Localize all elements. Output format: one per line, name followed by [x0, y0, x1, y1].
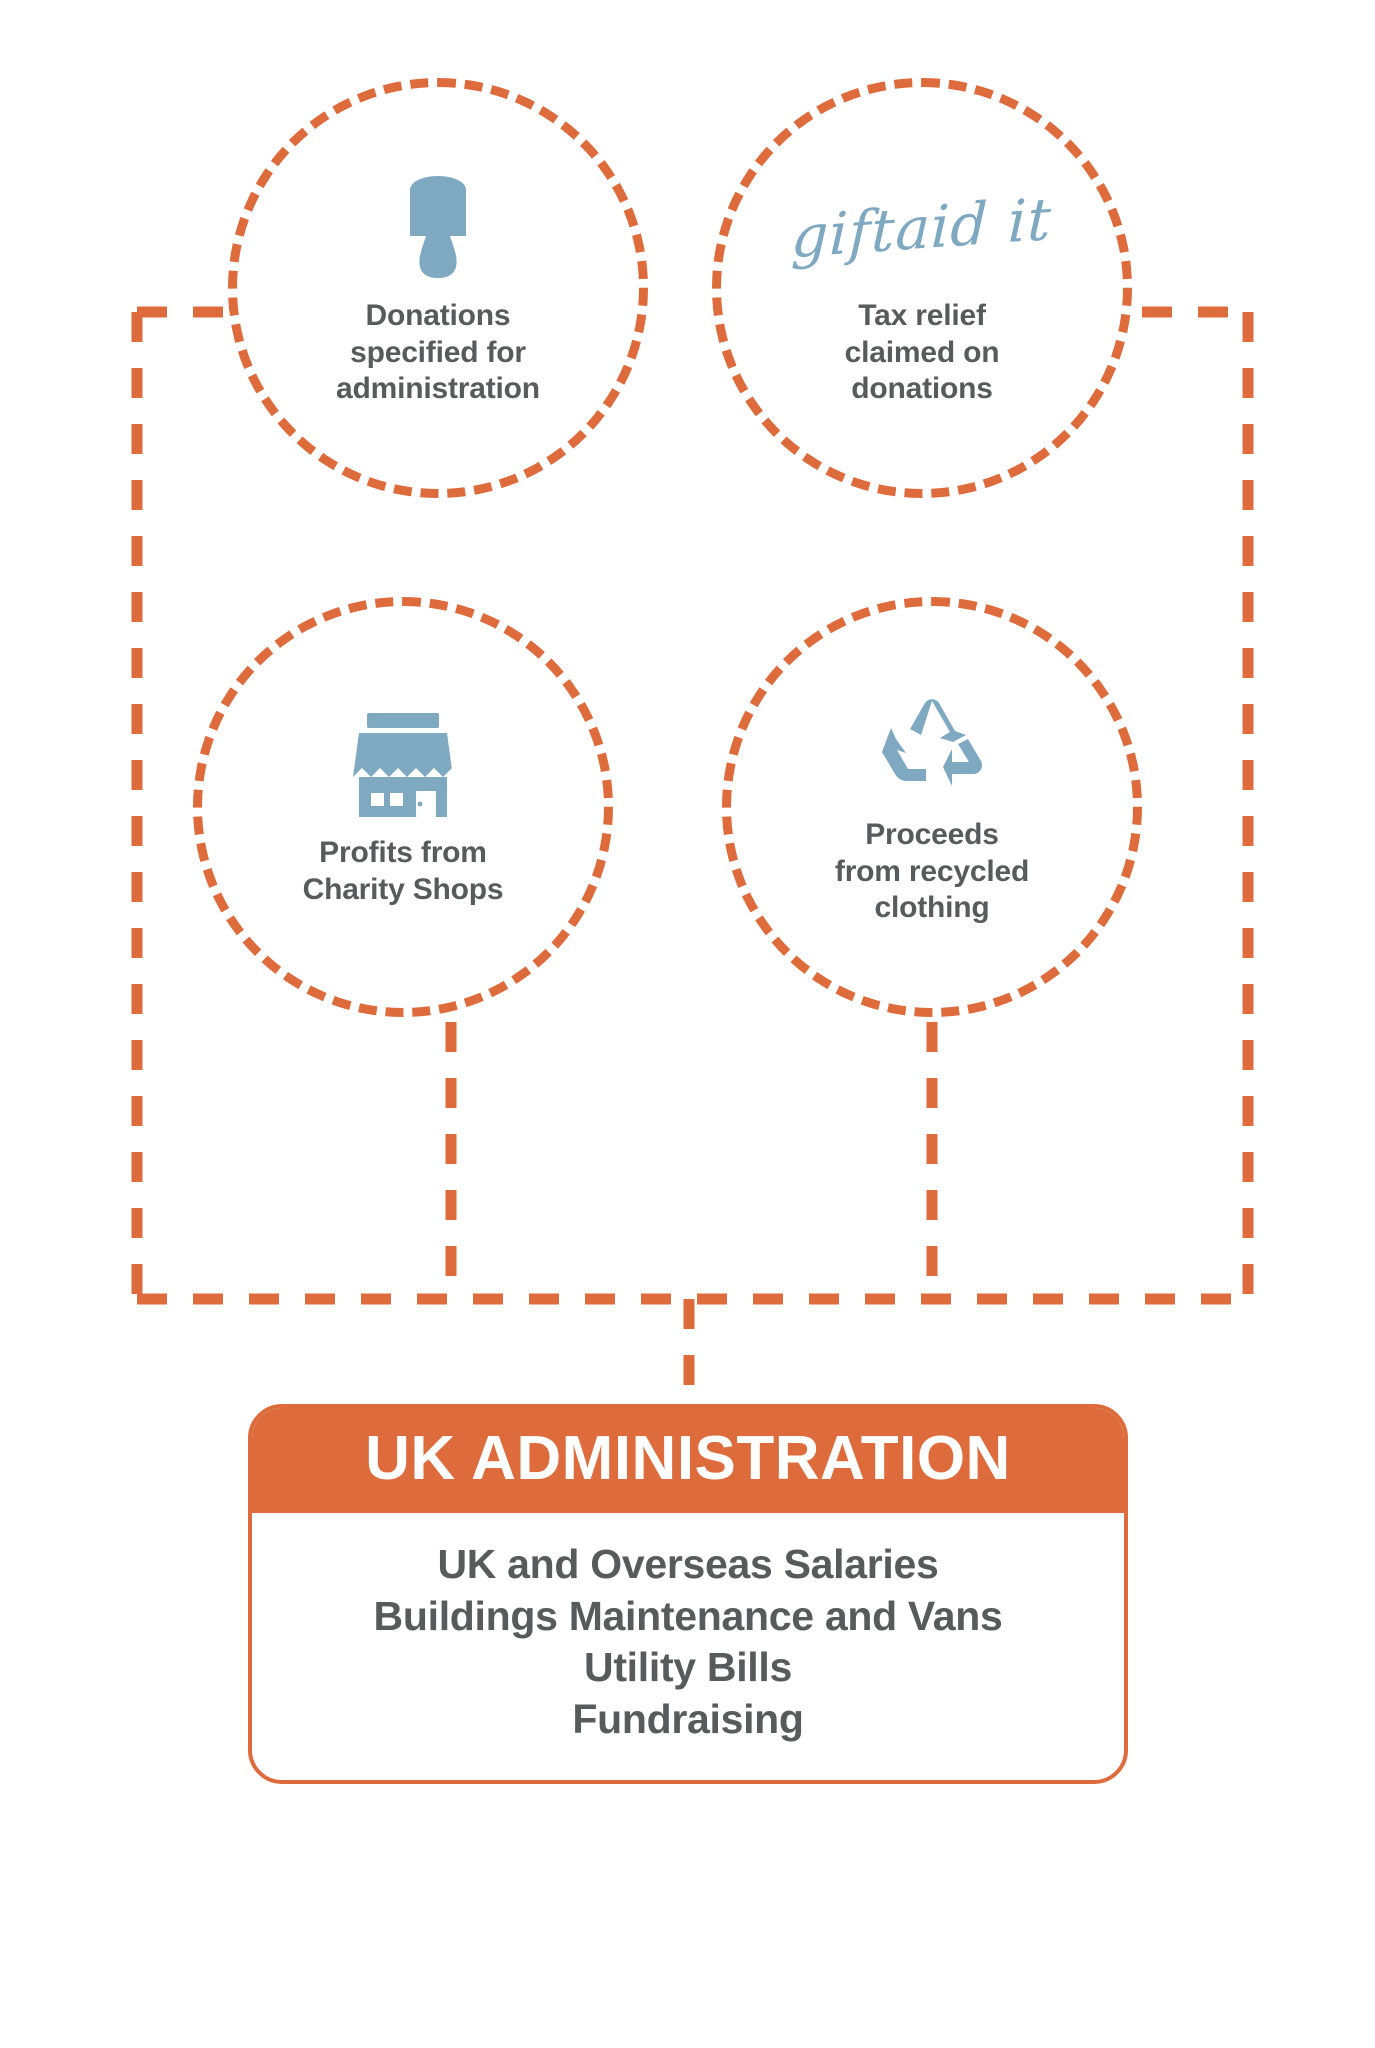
recycling-icon [877, 687, 987, 807]
uk-administration-header: UK ADMINISTRATION [252, 1408, 1124, 1514]
uk-administration-card: UK ADMINISTRATION UK and Overseas Salari… [248, 1404, 1128, 1784]
node-charity-shops-label: Profits from Charity Shops [302, 836, 504, 906]
node-giftaid: giftaid it Tax relief claimed on donatio… [712, 78, 1132, 498]
node-giftaid-label: Tax relief claimed on donations [844, 299, 1000, 406]
node-charity-shops: Profits from Charity Shops [193, 597, 613, 1017]
node-recycled-clothing: Proceeds from recycled clothing [722, 597, 1142, 1017]
donation-bottle-icon [402, 168, 474, 288]
admin-item: Fundraising [572, 1696, 804, 1743]
node-recycled-clothing-label: Proceeds from recycled clothing [834, 818, 1030, 925]
charity-shop-icon [345, 705, 461, 825]
admin-item: Utility Bills [584, 1644, 792, 1691]
node-donations: Donations specified for administration [228, 78, 648, 498]
giftaid-it-wordmark-icon: giftaid it [790, 168, 1054, 288]
giftaid-wordmark-text: giftaid it [790, 184, 1054, 272]
admin-item: UK and Overseas Salaries [437, 1541, 939, 1588]
admin-item: Buildings Maintenance and Vans [373, 1592, 1003, 1639]
uk-administration-items: UK and Overseas Salaries Buildings Maint… [252, 1513, 1124, 1780]
node-donations-label: Donations specified for administration [336, 299, 540, 406]
